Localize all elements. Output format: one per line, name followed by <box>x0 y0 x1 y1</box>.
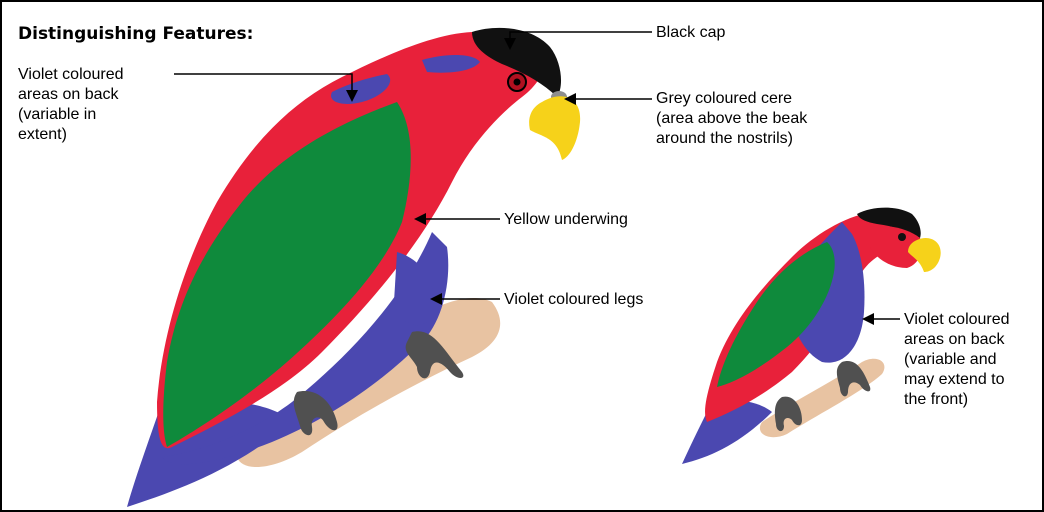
label-black-cap: Black cap <box>656 23 725 43</box>
large-lory-bird <box>127 28 580 507</box>
label-yellow-underwing: Yellow underwing <box>504 210 628 230</box>
small-lory-bird <box>682 208 941 464</box>
small-eye <box>898 233 906 241</box>
label-grey-cere: Grey coloured cere (area above the beak … <box>656 89 807 149</box>
small-beak <box>908 238 941 272</box>
features-heading: Distinguishing Features: <box>18 24 253 44</box>
label-violet-legs: Violet coloured legs <box>504 290 643 310</box>
label-violet-back-left: Violet coloured areas on back (variable … <box>18 65 124 145</box>
arrow-violet-back-right <box>862 313 874 325</box>
large-beak <box>529 96 580 160</box>
label-violet-back-right: Violet coloured areas on back (variable … <box>904 310 1010 410</box>
